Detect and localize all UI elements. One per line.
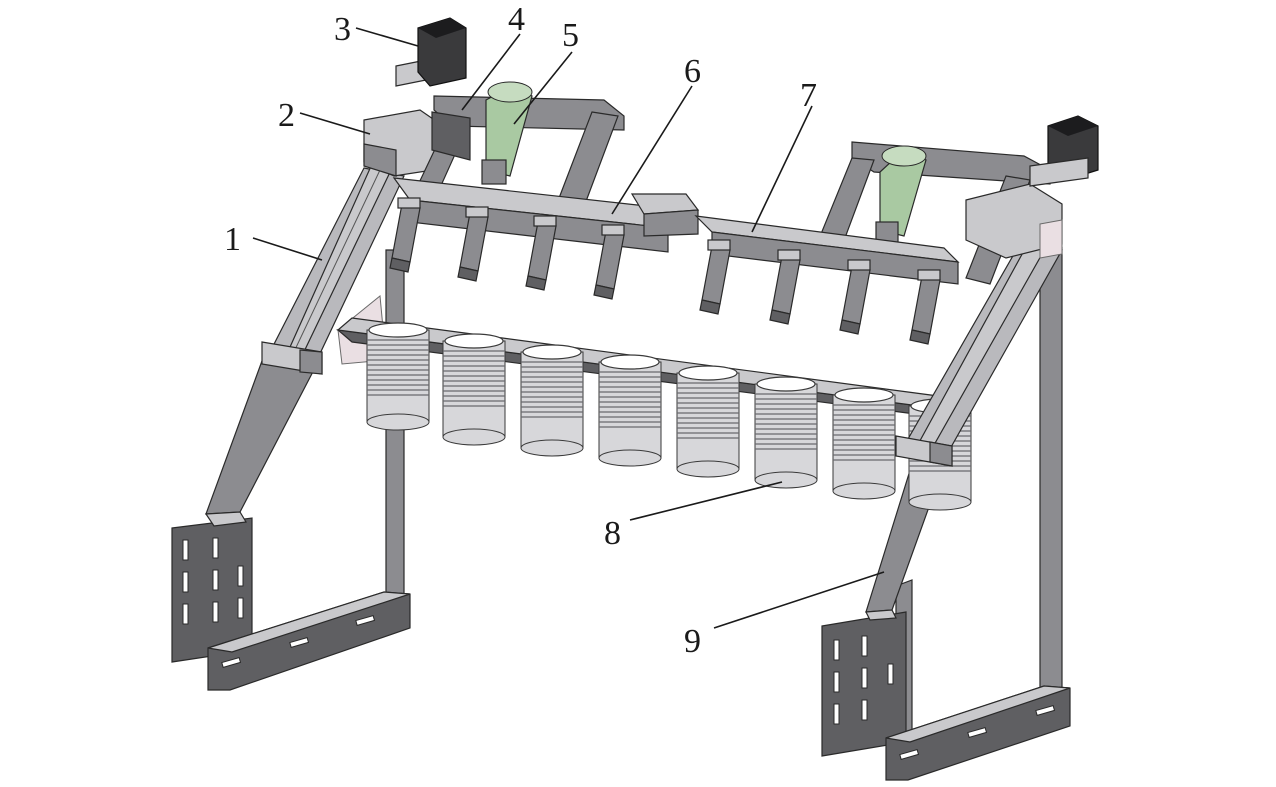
callout-1: 1	[224, 221, 241, 258]
can-row	[366, 322, 972, 511]
callout-9: 9	[684, 623, 701, 660]
can	[832, 387, 896, 500]
can	[754, 376, 818, 489]
left-linear-module	[261, 17, 467, 375]
gripper-finger	[389, 197, 421, 273]
gripper-finger	[769, 249, 801, 325]
gripper-finger	[909, 269, 941, 345]
callout-2: 2	[278, 97, 295, 134]
left-plate-slots	[182, 537, 244, 625]
gripper-finger	[699, 239, 731, 315]
right-linear-module	[895, 115, 1099, 467]
callout-8: 8	[604, 515, 621, 552]
callout-6: 6	[684, 53, 701, 90]
can	[598, 354, 662, 467]
can	[366, 322, 430, 431]
right-plate-slots	[833, 635, 894, 725]
left-gripper-set	[389, 197, 625, 300]
gripper-finger	[593, 224, 625, 300]
can	[520, 344, 584, 457]
right-gripper-set	[699, 239, 941, 345]
gripper-finger	[457, 206, 489, 282]
callout-4: 4	[508, 1, 525, 38]
left-support	[171, 249, 411, 691]
gripper-finger	[525, 215, 557, 291]
gripper-finger	[839, 259, 871, 335]
can	[676, 365, 740, 478]
callout-3: 3	[334, 11, 351, 48]
callouts: 1 2 3 4 5 6 7 8 9	[224, 1, 885, 660]
callout-5: 5	[562, 17, 579, 54]
can	[442, 333, 506, 446]
callout-7: 7	[800, 77, 817, 114]
